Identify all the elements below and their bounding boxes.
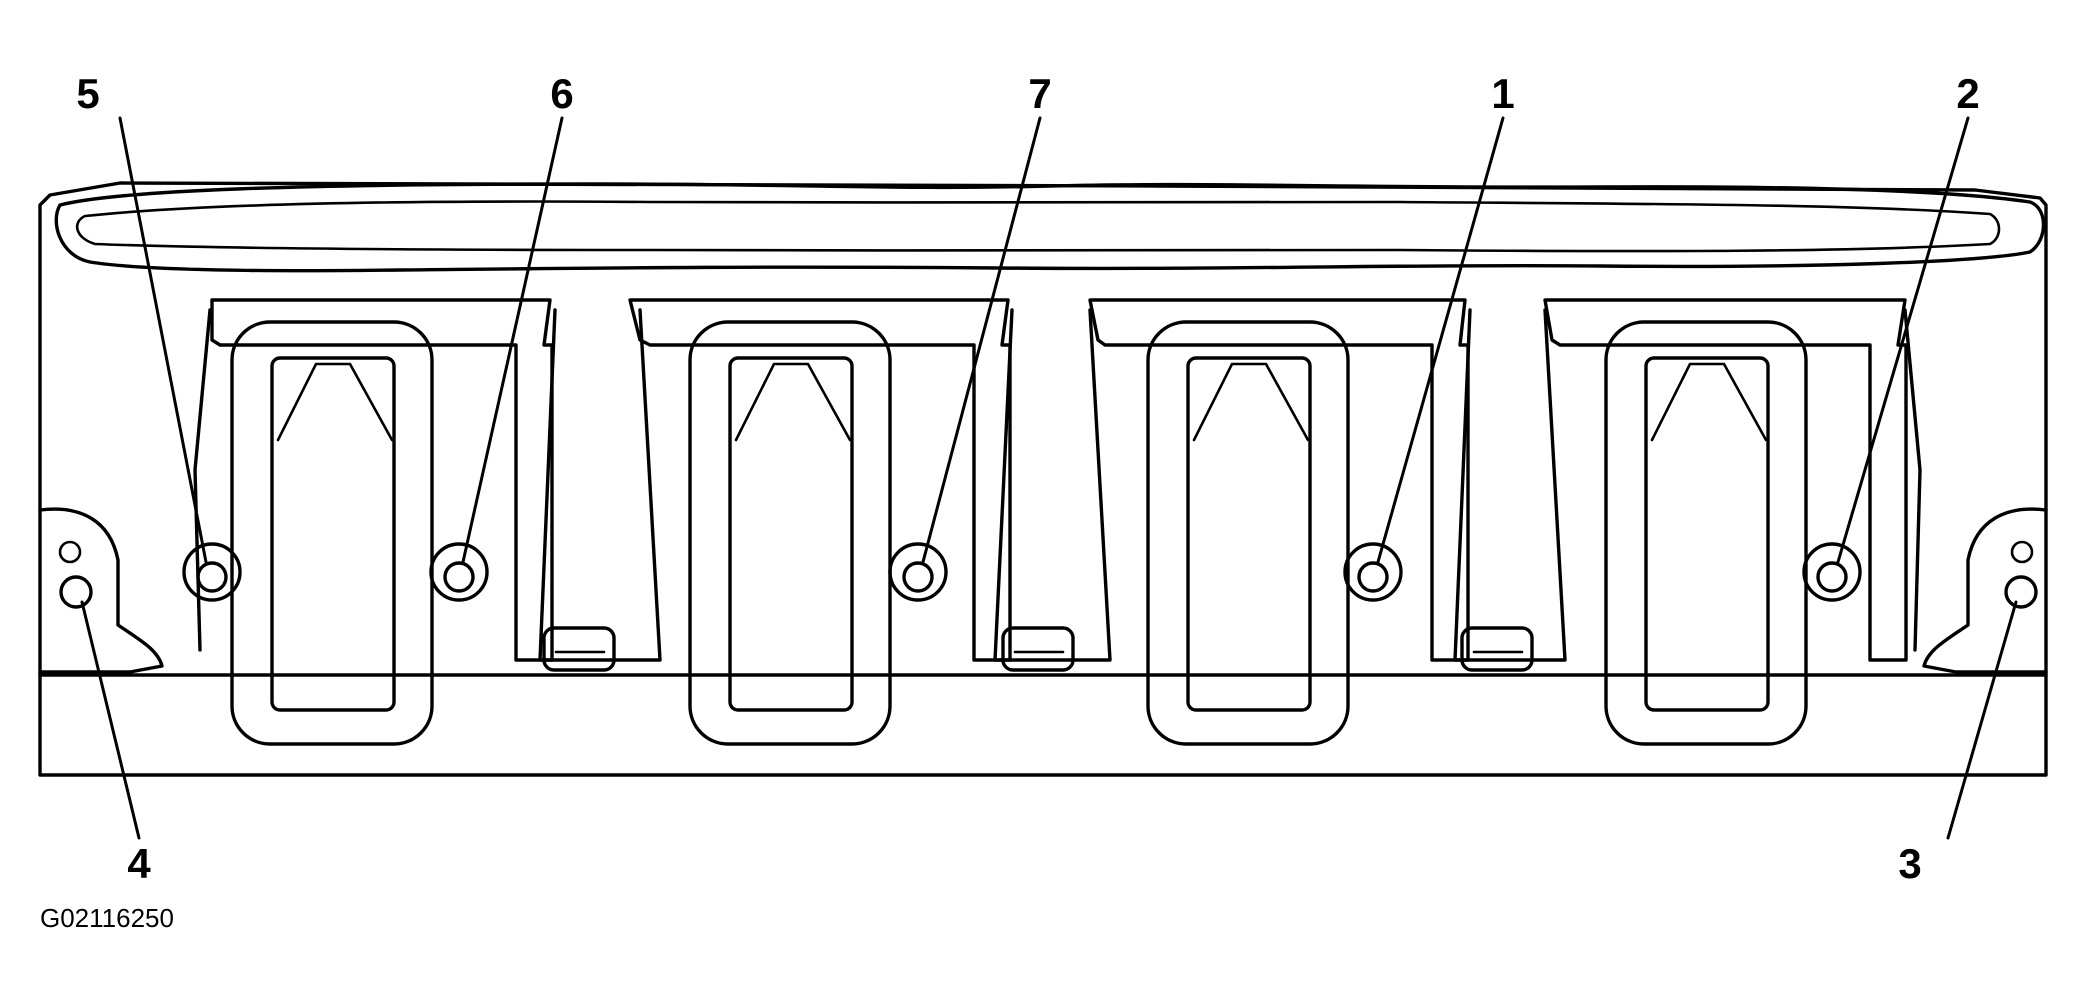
lower-bosses: [542, 626, 1534, 672]
callout-labels: 1 2 3 4 5 6 7: [76, 70, 1979, 887]
leader-7: [921, 116, 1042, 564]
right-end-ear: [1922, 507, 2048, 674]
bolt-2: [1802, 542, 1862, 602]
callout-label-6: 6: [550, 70, 573, 117]
leader-4: [80, 600, 141, 840]
callout-label-7: 7: [1028, 70, 1051, 117]
bolt-7: [888, 542, 948, 602]
left-end-ear: [38, 507, 164, 674]
leader-2: [1836, 116, 1970, 564]
intake-port-3: [1088, 298, 1470, 746]
intake-port-2: [628, 298, 1012, 746]
leader-5: [118, 116, 208, 564]
port-divider-walls: [193, 308, 1922, 662]
head-body: [38, 181, 2048, 777]
top-gasket-rail: [54, 182, 2046, 273]
leader-lines: [80, 116, 2018, 840]
bolt-6: [429, 542, 489, 602]
callout-label-1: 1: [1491, 70, 1514, 117]
leader-1: [1376, 116, 1505, 564]
leader-6: [461, 116, 564, 564]
bolt-5: [182, 542, 242, 602]
callout-label-5: 5: [76, 70, 99, 117]
bolt-1: [1343, 542, 1403, 602]
callout-label-2: 2: [1956, 70, 1979, 117]
bolt-4: [59, 575, 93, 609]
intake-port-1: [210, 298, 554, 746]
bolt-3: [2004, 575, 2038, 609]
callout-label-4: 4: [127, 840, 151, 887]
intake-port-4: [1543, 298, 1908, 746]
leader-3: [1946, 600, 2018, 840]
callout-label-3: 3: [1898, 840, 1921, 887]
figure-id: G02116250: [40, 903, 174, 933]
